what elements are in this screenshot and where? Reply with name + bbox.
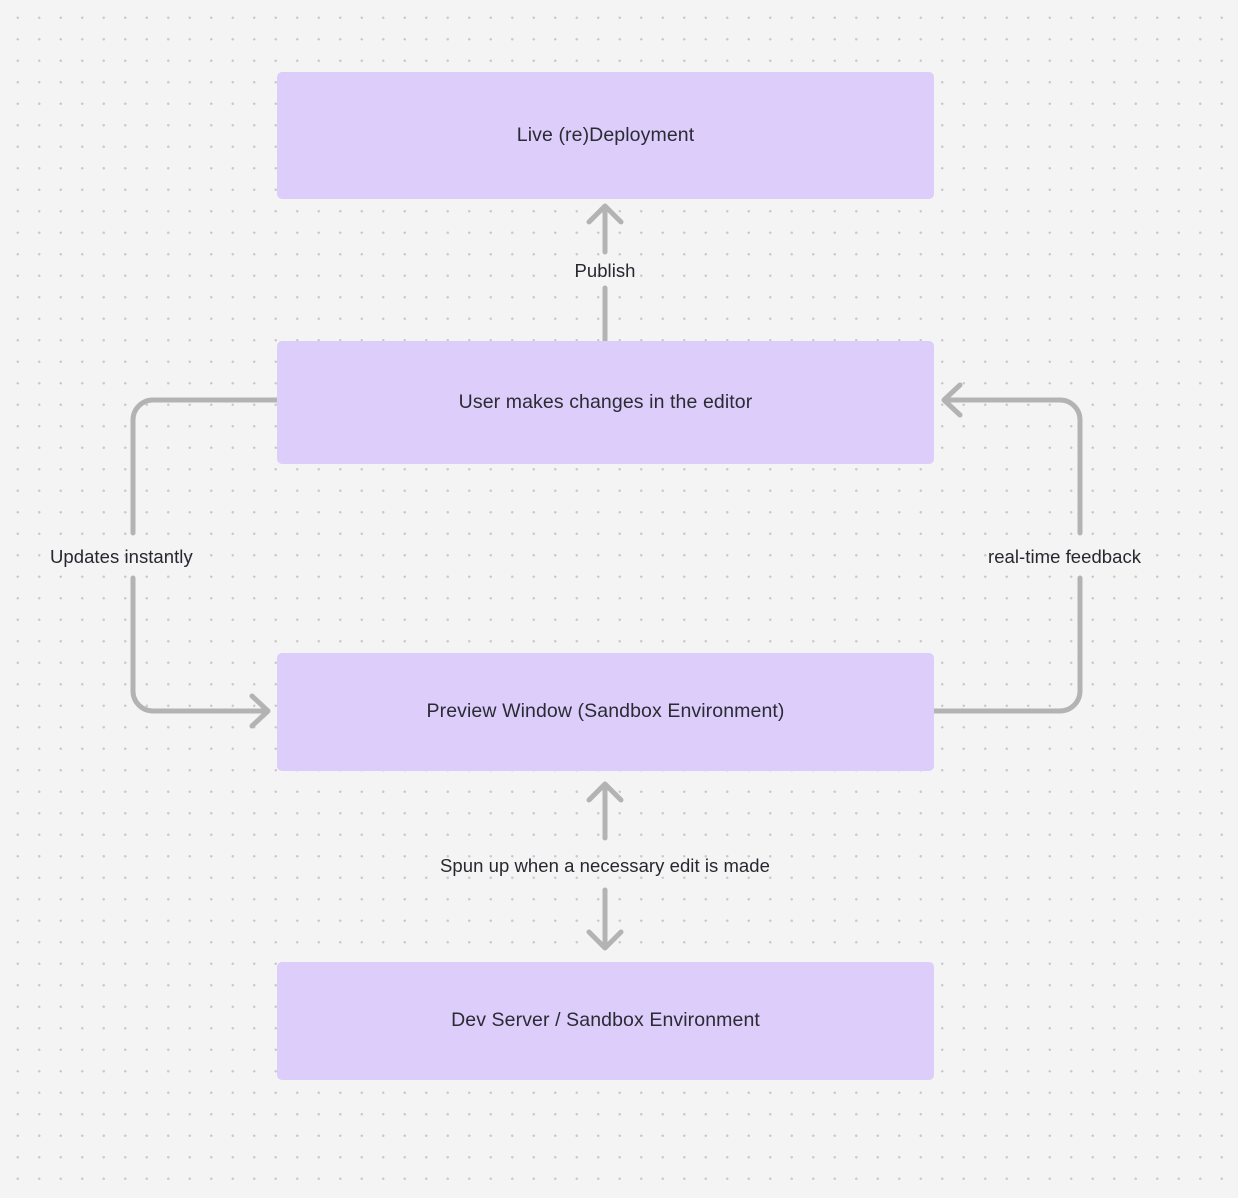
edge-real-time-feedback-arrowhead-icon [941,382,963,418]
edge-real-time-feedback-upper-segment [943,397,1083,536]
node-live-deployment[interactable]: Live (re)Deployment [277,72,934,199]
edge-spin-up-up-arrowhead-icon [586,781,624,803]
node-dev-server-label: Dev Server / Sandbox Environment [451,1009,760,1032]
node-preview-window[interactable]: Preview Window (Sandbox Environment) [277,653,934,771]
node-user-edits[interactable]: User makes changes in the editor [277,341,934,464]
edge-real-time-feedback-lower-segment [931,575,1083,714]
edge-updates-instantly-lower-segment [130,575,269,714]
node-dev-server[interactable]: Dev Server / Sandbox Environment [277,962,934,1080]
edge-label-real-time-feedback: real-time feedback [988,546,1142,567]
edge-label-publish: Publish [574,260,636,281]
node-live-deployment-label: Live (re)Deployment [516,123,695,146]
edge-publish-arrowhead-icon [586,203,624,225]
edge-updates-instantly-arrowhead-icon [249,693,271,729]
edge-spin-up-down-arrowhead-icon [586,929,624,951]
edge-label-updates-instantly: Updates instantly [50,546,193,567]
node-preview-window-label: Preview Window (Sandbox Environment) [426,700,785,723]
node-user-edits-label: User makes changes in the editor [458,390,753,413]
edge-label-spin-up: Spun up when a necessary edit is made [440,855,770,876]
edge-updates-instantly-upper-segment [130,397,280,536]
